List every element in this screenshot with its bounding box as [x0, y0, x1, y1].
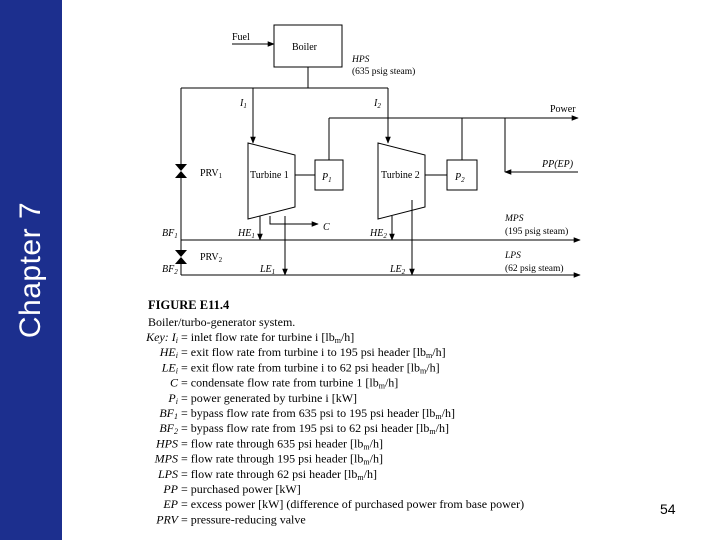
key-list: Key: Ii = inlet flow rate for turbine i … — [145, 330, 524, 526]
key-definition: = pressure-reducing valve — [181, 512, 306, 526]
key-definition: = exit flow rate from turbine i to 62 ps… — [181, 360, 440, 375]
le2-label: LE2 — [389, 264, 406, 276]
pp-ep-label: PP(EP) — [541, 159, 574, 170]
figure-number: FIGURE E11.4 — [148, 298, 230, 312]
turbine-2-label: Turbine 2 — [381, 170, 420, 181]
key-symbol: EP — [162, 497, 178, 511]
turbine-2 — [377, 142, 426, 220]
generator-p1 — [314, 159, 344, 191]
lps-label: LPS — [504, 251, 521, 261]
key-symbol: MPS — [154, 452, 178, 466]
i2-label: I2 — [373, 98, 381, 110]
key-symbol: C — [170, 376, 179, 390]
key-symbol: PP — [162, 482, 178, 496]
c-label: C — [323, 222, 330, 233]
key-symbol: PRV — [155, 512, 179, 526]
slide-number: 54 — [660, 501, 676, 517]
bf2-label: BF2 — [162, 264, 178, 276]
p2-label: P2 — [454, 172, 465, 184]
key-definition: = power generated by turbine i [kW] — [181, 391, 357, 405]
mps-desc: (195 psig steam) — [505, 226, 568, 237]
power-label: Power — [550, 104, 576, 115]
generator-p2 — [446, 159, 478, 191]
key-definition: = excess power [kW] (difference of purch… — [181, 497, 524, 511]
lps-desc: (62 psig steam) — [505, 263, 564, 274]
bf1-label: BF1 — [162, 228, 178, 240]
key-definition: = flow rate through 635 psi header [lbm/… — [181, 436, 383, 451]
he1-label: HE1 — [237, 228, 255, 240]
key-symbol: HEi — [159, 345, 178, 360]
key-symbol: HPS — [155, 436, 178, 450]
mps-label: MPS — [504, 214, 524, 224]
prv1-valve — [175, 164, 187, 171]
key-definition: = flow rate through 195 psi header [lbm/… — [181, 452, 383, 467]
figure-title: Boiler/turbo-generator system. — [148, 315, 295, 329]
key-definition: = exit flow rate from turbine i to 195 p… — [181, 345, 446, 360]
key-definition: = inlet flow rate for turbine i [lbm/h] — [181, 330, 354, 345]
key-symbol: Key: Ii — [145, 330, 178, 345]
key-definition: = condensate flow rate from turbine 1 [l… — [181, 376, 398, 391]
hps-desc: (635 psig steam) — [352, 66, 415, 77]
key-symbol: Pi — [167, 391, 178, 406]
key-definition: = purchased power [kW] — [181, 482, 301, 496]
le1-label: LE1 — [259, 264, 275, 276]
hps-label: HPS — [351, 55, 370, 65]
key-definition: = bypass flow rate from 195 psi to 62 ps… — [181, 421, 449, 436]
prv2-valve — [175, 250, 187, 257]
p1-label: P1 — [321, 172, 332, 184]
prv2-label: PRV2 — [200, 252, 223, 264]
i1-label: I1 — [239, 98, 247, 110]
fuel-label: Fuel — [232, 32, 250, 43]
key-symbol: LEi — [161, 360, 178, 375]
key-definition: = flow rate through 62 psi header [lbm/h… — [181, 467, 377, 482]
key-symbol: BF1 — [159, 406, 178, 421]
chapter-sidebar: Chapter 7 — [0, 0, 62, 540]
key-symbol: BF2 — [159, 421, 178, 436]
key-symbol: LPS — [157, 467, 178, 481]
he2-label: HE2 — [369, 228, 387, 240]
key-definition: = bypass flow rate from 635 psi to 195 p… — [181, 406, 455, 421]
prv1-label: PRV1 — [200, 168, 223, 180]
turbine-1 — [247, 142, 296, 220]
turbine-1-label: Turbine 1 — [250, 170, 289, 181]
boiler-label: Boiler — [292, 42, 318, 53]
